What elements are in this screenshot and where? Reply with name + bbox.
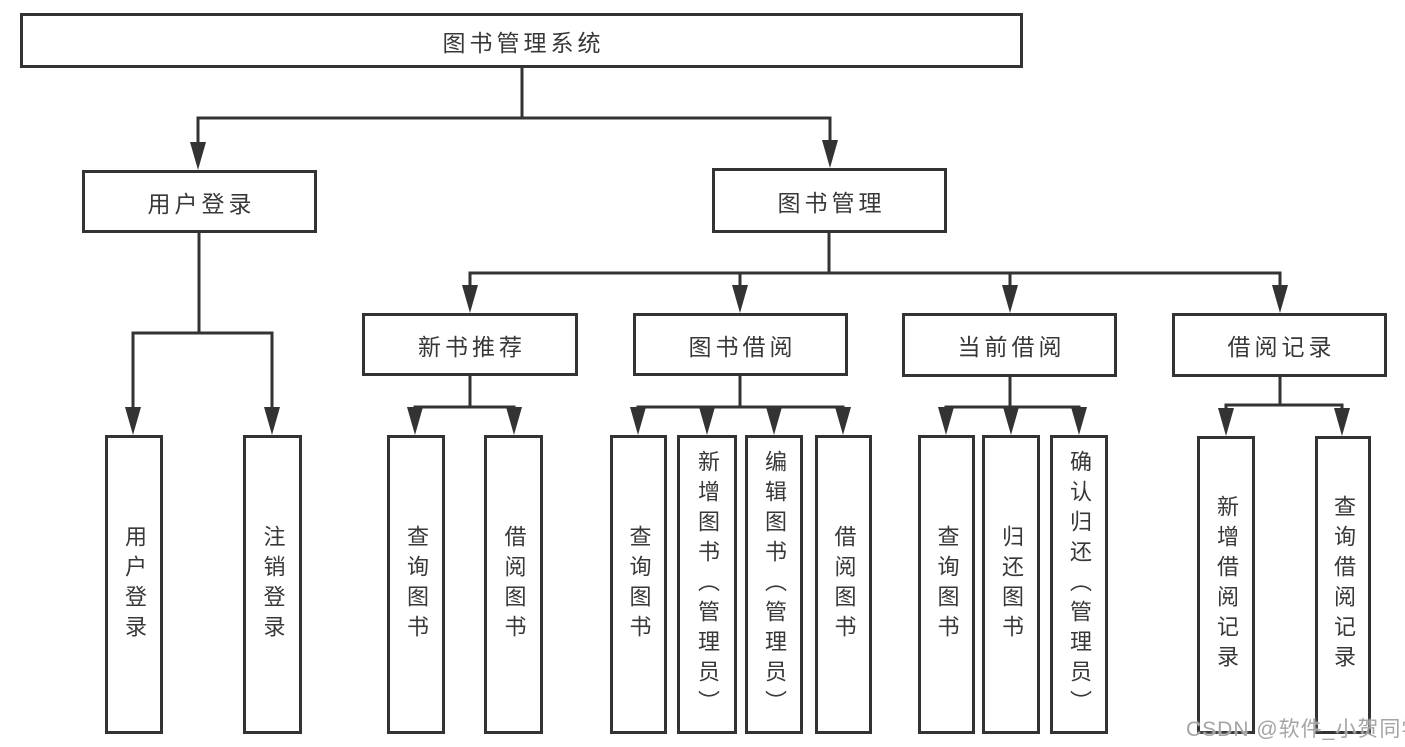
leaf-add-books-admin: 新增图书（管理员）	[677, 435, 737, 734]
node-root: 图书管理系统	[20, 13, 1023, 68]
node-borrow-records: 借阅记录	[1172, 313, 1387, 377]
leaf-return-books-label: 归还图书	[999, 524, 1024, 645]
node-new-book-recommend-label: 新书推荐	[418, 333, 526, 360]
leaf-user-login-label: 用户登录	[122, 524, 147, 645]
node-current-borrow-label: 当前借阅	[957, 334, 1066, 360]
leaf-current-query-books-label: 查询图书	[934, 524, 960, 645]
leaf-edit-books-admin-label: 编辑图书（管理员）	[762, 449, 787, 720]
leaf-add-books-admin-label: 新增图书（管理员）	[695, 449, 720, 720]
leaf-query-borrow-record-label: 查询借阅记录	[1331, 495, 1356, 675]
leaf-user-login: 用户登录	[105, 435, 163, 734]
leaf-borrow-query-books: 查询图书	[610, 435, 667, 734]
leaf-logout: 注销登录	[243, 435, 302, 734]
node-book-management: 图书管理	[712, 168, 947, 233]
leaf-logout-label: 注销登录	[260, 524, 286, 645]
leaf-add-borrow-record-label: 新增借阅记录	[1214, 495, 1239, 675]
leaf-current-query-books: 查询图书	[918, 435, 975, 734]
watermark-text: CSDN @软件_小贺同学	[1186, 718, 1405, 741]
node-book-borrow-label: 图书借阅	[688, 333, 797, 360]
leaf-edit-books-admin: 编辑图书（管理员）	[745, 435, 803, 734]
leaf-borrow-books: 借阅图书	[815, 435, 872, 734]
node-new-book-recommend: 新书推荐	[362, 313, 578, 376]
leaf-recommend-borrow-books: 借阅图书	[484, 435, 543, 734]
node-current-borrow: 当前借阅	[902, 313, 1117, 377]
node-user-login-label: 用户登录	[147, 190, 256, 217]
leaf-recommend-query-books: 查询图书	[387, 435, 445, 734]
node-book-borrow: 图书借阅	[633, 313, 848, 376]
node-book-management-label: 图书管理	[777, 189, 886, 216]
leaf-recommend-query-books-label: 查询图书	[404, 524, 429, 645]
leaf-return-books: 归还图书	[982, 435, 1040, 734]
node-user-login: 用户登录	[82, 170, 317, 233]
leaf-confirm-return-admin: 确认归还（管理员）	[1050, 435, 1108, 734]
leaf-query-borrow-record: 查询借阅记录	[1315, 436, 1371, 734]
leaf-add-borrow-record: 新增借阅记录	[1197, 436, 1255, 734]
leaf-borrow-books-label: 借阅图书	[831, 524, 857, 645]
leaf-confirm-return-admin-label: 确认归还（管理员）	[1067, 449, 1092, 720]
leaf-recommend-borrow-books-label: 借阅图书	[501, 524, 527, 645]
node-borrow-records-label: 借阅记录	[1227, 334, 1336, 360]
leaf-borrow-query-books-label: 查询图书	[626, 524, 652, 645]
node-root-label: 图书管理系统	[442, 29, 605, 56]
